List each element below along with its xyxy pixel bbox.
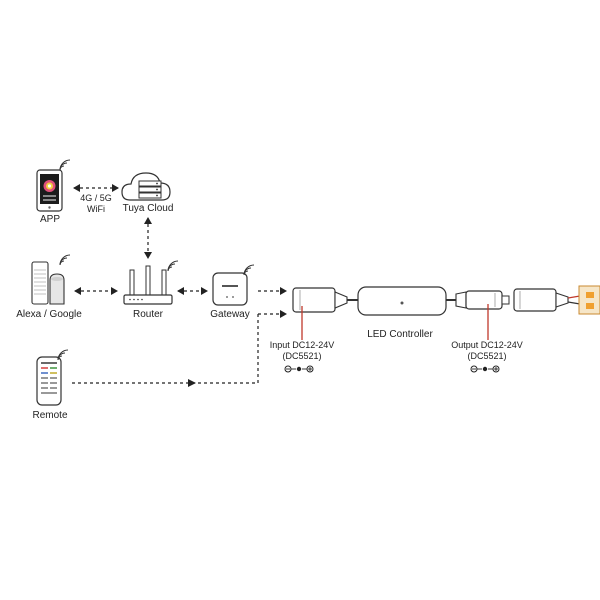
output-port-label-2: (DC5521) <box>467 351 507 361</box>
strip-connector <box>513 288 581 312</box>
remote-label: Remote <box>32 410 68 421</box>
app-label: APP <box>39 214 60 225</box>
gateway-icon <box>212 272 248 306</box>
led-controller-label: LED Controller <box>367 329 433 340</box>
alexa-google-label: Alexa / Google <box>16 309 82 320</box>
cloud-icon <box>121 172 171 201</box>
input-port-label-1: Input DC12-24V <box>269 340 335 350</box>
input-dc-connector <box>292 287 358 313</box>
output-polarity-symbol <box>470 365 500 373</box>
alexa-google-speakers-icon <box>31 261 65 305</box>
router-label: Router <box>132 309 163 320</box>
app-cloud-link-label-2: WiFi <box>87 204 105 214</box>
gateway-wifi-icon <box>243 264 255 276</box>
output-port-label-1: Output DC12-24V <box>451 340 523 350</box>
remote-wifi-icon <box>57 349 69 361</box>
router-wifi-icon <box>167 260 179 272</box>
led-strip <box>578 285 600 315</box>
gateway-label: Gateway <box>210 309 250 320</box>
output-dc-connector <box>455 290 510 310</box>
cloud-label: Tuya Cloud <box>122 203 174 214</box>
app-cloud-link-label-1: 4G / 5G <box>80 193 112 203</box>
router-icon <box>123 265 173 305</box>
remote-icon <box>36 356 62 406</box>
app-phone-icon <box>36 169 63 212</box>
alexa-wifi-icon <box>59 254 71 266</box>
input-polarity-symbol <box>284 365 314 373</box>
input-port-label-2: (DC5521) <box>282 351 322 361</box>
led-controller-box <box>357 286 456 316</box>
app-wifi-icon <box>59 159 71 171</box>
remote-controller-link <box>72 310 287 387</box>
